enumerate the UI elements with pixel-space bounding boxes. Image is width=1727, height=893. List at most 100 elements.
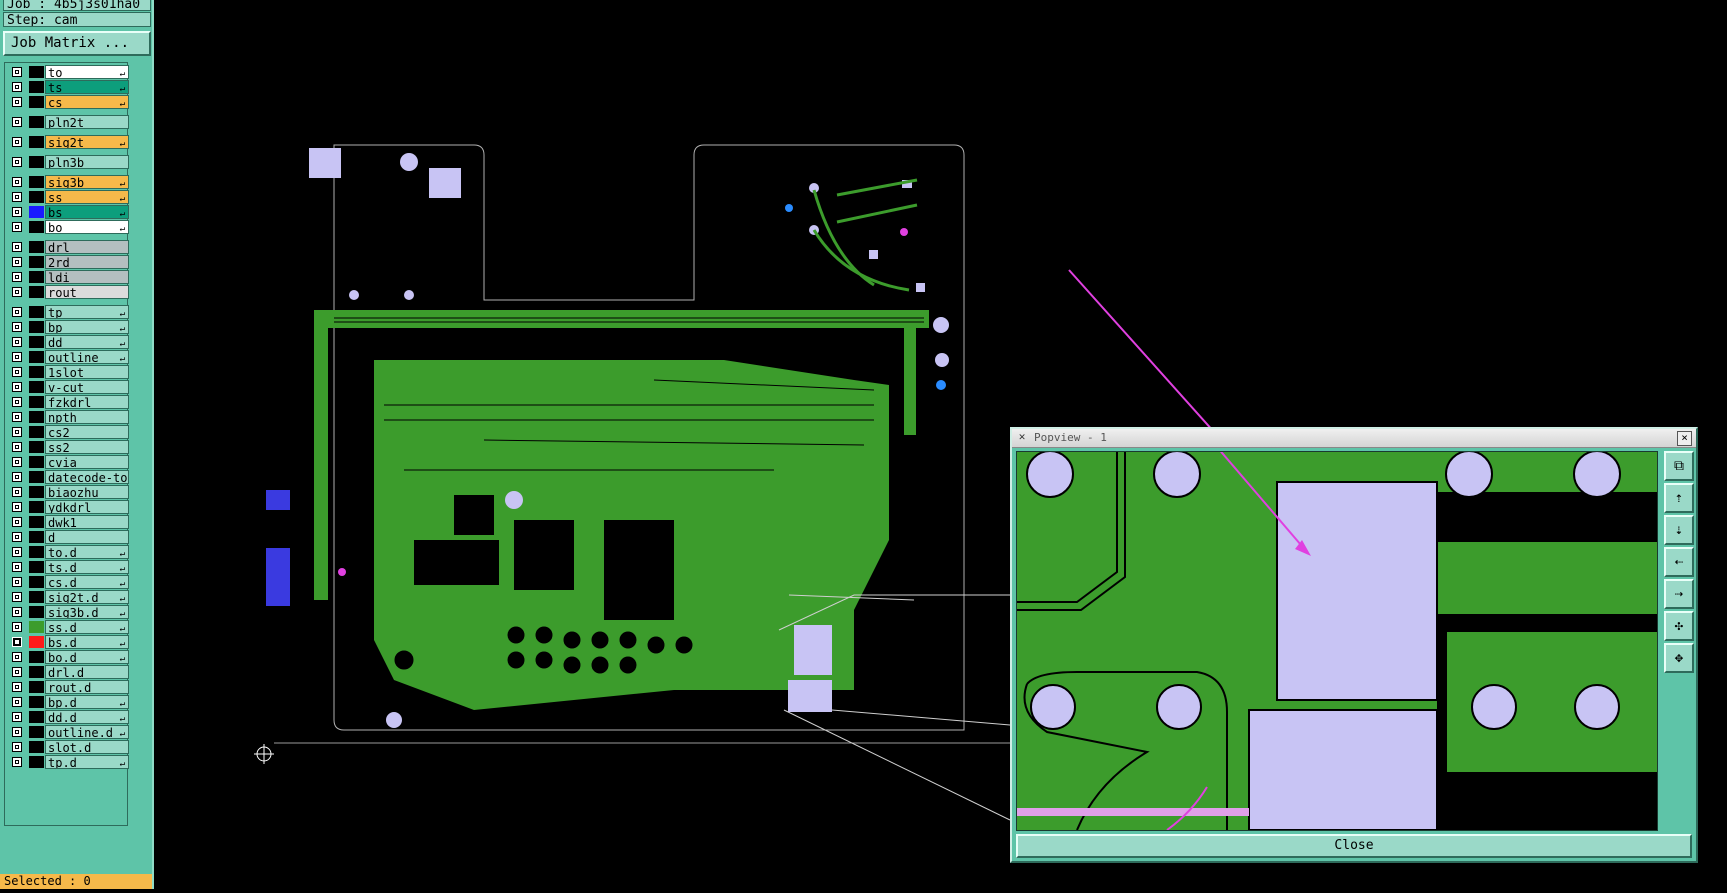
layer-name[interactable]: to.d↵: [45, 545, 129, 559]
layer-name[interactable]: bp.d↵: [45, 695, 129, 709]
layer-row[interactable]: cvia: [8, 455, 129, 469]
popview-zoom-view[interactable]: [1016, 451, 1658, 831]
layer-color-swatch[interactable]: [29, 321, 44, 333]
layer-color-swatch[interactable]: [29, 221, 44, 233]
layer-row[interactable]: bs↵: [8, 205, 129, 219]
layer-name[interactable]: ss2: [45, 440, 129, 454]
layer-name[interactable]: sig3b↵: [45, 175, 129, 189]
layer-row[interactable]: dwk1: [8, 515, 129, 529]
layer-name[interactable]: cs↵: [45, 95, 129, 109]
layer-row[interactable]: sig2t.d↵: [8, 590, 129, 604]
layer-checkbox[interactable]: [12, 427, 22, 437]
layer-name[interactable]: bs.d↵: [45, 635, 129, 649]
layer-color-swatch[interactable]: [29, 651, 44, 663]
layer-row[interactable]: rout.d: [8, 680, 129, 694]
layer-color-swatch[interactable]: [29, 66, 44, 78]
layer-checkbox[interactable]: [12, 472, 22, 482]
layer-color-swatch[interactable]: [29, 441, 44, 453]
layer-color-swatch[interactable]: [29, 726, 44, 738]
layer-color-swatch[interactable]: [29, 336, 44, 348]
layer-name[interactable]: rout.d: [45, 680, 129, 694]
layer-checkbox[interactable]: [12, 667, 22, 677]
layer-color-swatch[interactable]: [29, 241, 44, 253]
layer-name[interactable]: ss↵: [45, 190, 129, 204]
layer-checkbox[interactable]: [12, 192, 22, 202]
layer-checkbox[interactable]: [12, 712, 22, 722]
layer-row[interactable]: dd.d↵: [8, 710, 129, 724]
layer-name[interactable]: pln3b: [45, 155, 129, 169]
layer-name[interactable]: rout: [45, 285, 129, 299]
layer-checkbox[interactable]: [12, 382, 22, 392]
layer-color-swatch[interactable]: [29, 411, 44, 423]
popview-window[interactable]: ✕ Popview - 1 ×: [1010, 427, 1698, 863]
layer-row[interactable]: 1slot: [8, 365, 129, 379]
layer-checkbox[interactable]: [12, 287, 22, 297]
layer-checkbox[interactable]: [12, 502, 22, 512]
layer-row[interactable]: bo.d↵: [8, 650, 129, 664]
layer-checkbox[interactable]: [12, 562, 22, 572]
layer-checkbox[interactable]: [12, 682, 22, 692]
layer-checkbox[interactable]: [12, 607, 22, 617]
layer-checkbox[interactable]: [12, 742, 22, 752]
layer-color-swatch[interactable]: [29, 741, 44, 753]
layer-row[interactable]: bp↵: [8, 320, 129, 334]
layer-color-swatch[interactable]: [29, 206, 44, 218]
layer-name[interactable]: bs↵: [45, 205, 129, 219]
move-down-button[interactable]: ⇣: [1664, 515, 1694, 545]
layer-row[interactable]: fzkdrl: [8, 395, 129, 409]
layer-row[interactable]: ydkdrl: [8, 500, 129, 514]
pcb-board-view[interactable]: [154, 0, 1727, 889]
layer-color-swatch[interactable]: [29, 696, 44, 708]
layer-checkbox[interactable]: [12, 272, 22, 282]
layer-color-swatch[interactable]: [29, 681, 44, 693]
layer-row[interactable]: v-cut: [8, 380, 129, 394]
layer-checkbox[interactable]: [12, 697, 22, 707]
zoom-out-button[interactable]: ✣: [1664, 611, 1694, 641]
layer-checkbox[interactable]: [12, 307, 22, 317]
layer-row[interactable]: pln3b: [8, 155, 129, 169]
layer-name[interactable]: outline.d↵: [45, 725, 129, 739]
layer-checkbox[interactable]: [12, 97, 22, 107]
layer-name[interactable]: biaozhu: [45, 485, 129, 499]
layer-checkbox[interactable]: [12, 457, 22, 467]
layer-name[interactable]: outline↵: [45, 350, 129, 364]
layer-checkbox[interactable]: [12, 82, 22, 92]
layer-color-swatch[interactable]: [29, 136, 44, 148]
layer-color-swatch[interactable]: [29, 561, 44, 573]
layer-color-swatch[interactable]: [29, 271, 44, 283]
layer-color-swatch[interactable]: [29, 486, 44, 498]
layer-color-swatch[interactable]: [29, 306, 44, 318]
layer-checkbox[interactable]: [12, 117, 22, 127]
move-up-button[interactable]: ⇡: [1664, 483, 1694, 513]
layer-checkbox[interactable]: [12, 242, 22, 252]
layer-name[interactable]: ts.d↵: [45, 560, 129, 574]
layer-color-swatch[interactable]: [29, 81, 44, 93]
layer-row[interactable]: dd↵: [8, 335, 129, 349]
layer-name[interactable]: ts↵: [45, 80, 129, 94]
layer-checkbox[interactable]: [12, 622, 22, 632]
layer-row[interactable]: npth: [8, 410, 129, 424]
layer-checkbox[interactable]: [12, 157, 22, 167]
close-button[interactable]: Close: [1016, 834, 1692, 858]
layer-checkbox[interactable]: [12, 222, 22, 232]
layer-checkbox[interactable]: [12, 67, 22, 77]
layer-name[interactable]: datecode-to: [45, 470, 129, 484]
layer-row[interactable]: biaozhu: [8, 485, 129, 499]
layer-row[interactable]: slot.d: [8, 740, 129, 754]
layer-row[interactable]: ss↵: [8, 190, 129, 204]
layer-name[interactable]: d: [45, 530, 129, 544]
layer-color-swatch[interactable]: [29, 666, 44, 678]
layer-color-swatch[interactable]: [29, 351, 44, 363]
layer-row[interactable]: datecode-to: [8, 470, 129, 484]
zoom-in-button[interactable]: ✥: [1664, 643, 1694, 673]
layer-color-swatch[interactable]: [29, 546, 44, 558]
layer-row[interactable]: ts↵: [8, 80, 129, 94]
layer-checkbox[interactable]: [12, 322, 22, 332]
layer-color-swatch[interactable]: [29, 396, 44, 408]
layer-checkbox[interactable]: [12, 257, 22, 267]
layer-name[interactable]: npth: [45, 410, 129, 424]
layer-checkbox[interactable]: [12, 207, 22, 217]
layer-checkbox[interactable]: [12, 577, 22, 587]
layer-name[interactable]: pln2t: [45, 115, 129, 129]
move-left-button[interactable]: ⇠: [1664, 547, 1694, 577]
